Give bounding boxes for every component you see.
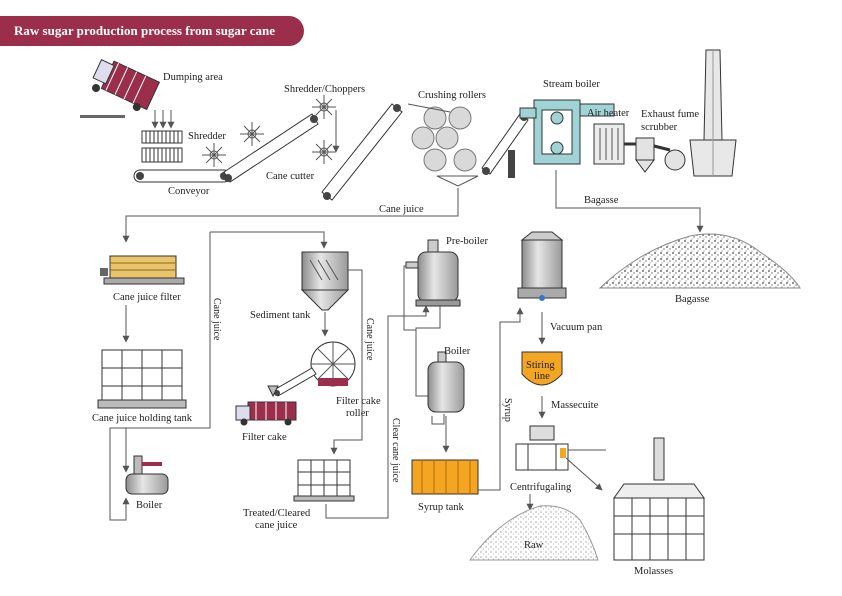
boiler-mid-icon (427, 351, 465, 413)
label-sediment-tank: Sediment tank (250, 310, 311, 321)
label-treated-line1: Treated/Cleared (243, 508, 311, 519)
label-raw: Raw (524, 540, 544, 551)
label-filter-cake-roller-line1: Filter cake (336, 396, 381, 407)
label-shredder: Shredder (188, 131, 226, 142)
cane-juice-filter-icon (100, 255, 185, 285)
label-bagasse-pile: Bagasse (675, 294, 710, 305)
molasses-tank-icon (613, 437, 705, 561)
sediment-tank-icon (300, 251, 350, 311)
label-air-heater: Air heater (587, 108, 630, 119)
raw-sugar-pile-icon (469, 505, 599, 561)
label-pre-boiler: Pre-boiler (446, 236, 488, 247)
label-stirring-line2: line (534, 371, 550, 382)
label-cane-juice-top: Cane juice (379, 204, 424, 215)
treated-juice-tank-icon (293, 459, 355, 502)
pre-boiler-icon (405, 239, 461, 307)
bagasse-pile-icon (598, 233, 801, 289)
label-conveyor: Conveyor (168, 186, 210, 197)
label-stream-boiler: Stream boiler (543, 79, 600, 90)
centrifuge-icon (515, 425, 569, 471)
label-bagasse-flow: Bagasse (584, 195, 619, 206)
steam-boiler-icon (519, 99, 615, 165)
label-stirring-line1: Stiring (526, 360, 555, 371)
cane-juice-holding-tank-icon (97, 349, 187, 409)
label-crushing-rollers: Crushing rollers (418, 90, 486, 101)
label-clear-cane-juice: Clear cane juice (390, 418, 401, 483)
shredder-wheel-icon (240, 122, 264, 146)
label-treated-line2: cane juice (255, 520, 298, 531)
label-centrifugaling: Centrifugaling (510, 482, 572, 493)
label-cane-juice-vertical-mid: Cane juice (364, 318, 375, 361)
syrup-tank-icon (411, 459, 479, 495)
stirring-line-icon (521, 351, 563, 386)
conveyor-belt-icon (133, 169, 231, 183)
label-cane-juice-holding-tank: Cane juice holding tank (92, 413, 193, 424)
chimney-stack-icon (689, 49, 737, 177)
label-boiler-left: Boiler (136, 500, 163, 511)
label-syrup-tank: Syrup tank (418, 502, 465, 513)
filter-cake-roller-icon (273, 341, 356, 397)
label-filter-cake-roller-line2: roller (346, 408, 369, 419)
label-exhaust-line2: scrubber (641, 122, 678, 133)
chopper-wheel-icon (312, 95, 336, 119)
label-boiler-mid: Boiler (444, 346, 471, 357)
label-molasses: Molasses (634, 566, 673, 577)
boiler-left-icon (125, 455, 169, 495)
conveyor-belt-icon (321, 103, 403, 201)
shredder-unit-icon (141, 110, 183, 163)
label-cane-juice-vertical-left: Cane juice (211, 298, 222, 341)
scrubber-icon (624, 137, 686, 173)
chopper-wheel-icon (312, 140, 336, 164)
title-banner: Raw sugar production process from sugar … (0, 16, 304, 46)
crushing-rollers-icon (411, 106, 479, 187)
label-vacuum-pan: Vacuum pan (550, 322, 603, 333)
conveyor-belt-icon (481, 113, 529, 178)
label-cane-juice-filter: Cane juice filter (113, 292, 181, 303)
air-heater-icon (593, 123, 625, 165)
label-exhaust-line1: Exhaust fume (641, 109, 699, 120)
dumping-truck-icon (80, 59, 161, 118)
shredder-wheel-icon (202, 143, 226, 167)
vacuum-pan-icon (517, 231, 567, 301)
label-cane-cutter: Cane cutter (266, 171, 315, 182)
label-syrup-vertical: Syrup (502, 398, 513, 422)
page-title: Raw sugar production process from sugar … (14, 23, 275, 38)
label-dumping-area: Dumping area (163, 72, 223, 83)
filter-cake-truck-icon (235, 385, 297, 426)
conveyor-belt-icon (223, 113, 319, 183)
label-filter-cake: Filter cake (242, 432, 287, 443)
label-massecuite: Massecuite (551, 400, 599, 411)
label-shredder-choppers: Shredder/Choppers (284, 84, 365, 95)
